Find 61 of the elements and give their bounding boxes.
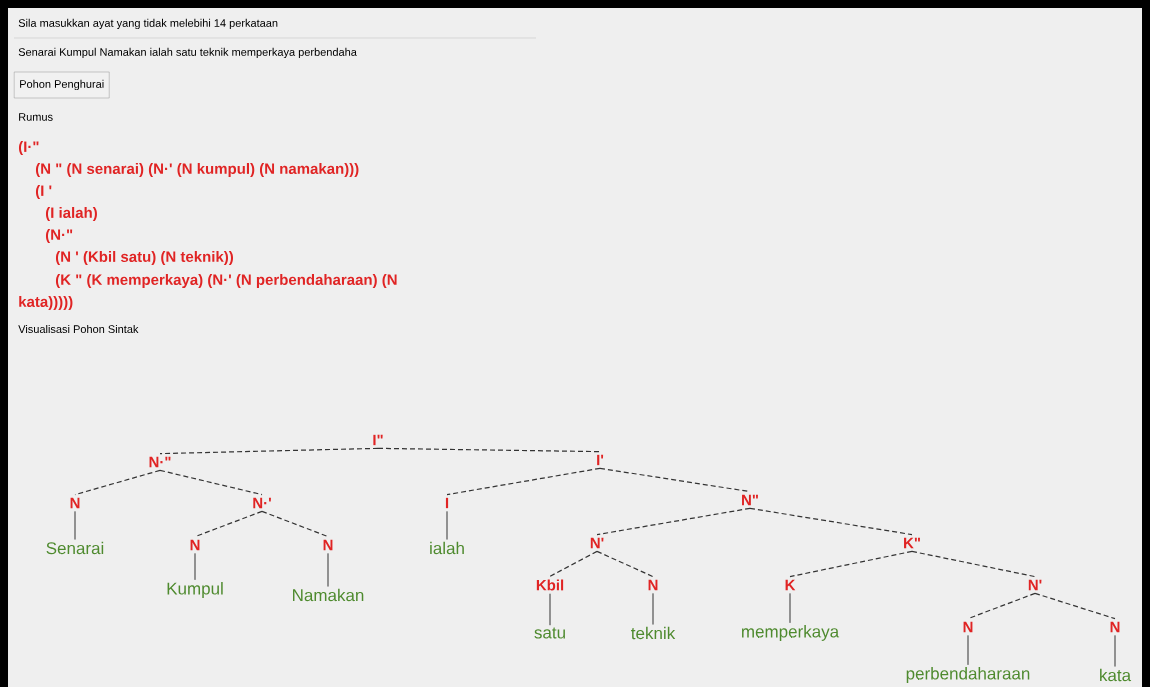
category-label: N (323, 539, 333, 551)
category-label: N (190, 539, 200, 551)
category-label: N (648, 579, 658, 591)
tree-branch (749, 507, 913, 536)
tree-branch (261, 510, 329, 538)
tree-branch (377, 447, 601, 453)
word-label: kata (1100, 668, 1132, 682)
formula-line: (I ialah) (45, 207, 97, 221)
tree-branch (74, 469, 161, 496)
parse-button: Pohon Penghurai (14, 71, 110, 99)
category-label: N·" (149, 456, 171, 468)
tree-branch (446, 510, 448, 541)
instruction-text: Sila masukkan ayat yang tidak melebihi 14 perkataan (18, 18, 278, 30)
tree-branch (789, 550, 913, 578)
tree-branch (596, 507, 751, 536)
tree-branch (1034, 592, 1116, 620)
category-label: Kbil (536, 579, 564, 591)
instruction-text: Visualisasi Pohon Sintak (18, 324, 139, 334)
category-label: N·' (253, 497, 271, 509)
formula-line: (I·" (18, 141, 39, 155)
word-label: memperkaya (742, 625, 840, 641)
category-label: N' (1028, 579, 1042, 591)
category-label: N (1110, 621, 1120, 633)
tree-branch (911, 550, 1036, 578)
tree-branch (159, 447, 379, 455)
tree-branch (74, 510, 76, 541)
category-label: N (70, 497, 80, 509)
input-field: Senarai Kumpul Namakan ialah satu teknik memperkaya perbendaha (13, 37, 537, 59)
tree-branch (967, 634, 969, 666)
category-label: K" (904, 537, 920, 549)
formula-line: kata))))) (19, 296, 73, 310)
tree-branch (549, 593, 551, 626)
formula-line: (K " (K memperkaya) (N·' (N perbendaharaan) (N (55, 274, 397, 288)
word-label: perbendaharaan (906, 667, 1030, 683)
category-label: N (963, 621, 973, 633)
tree-branch (446, 467, 601, 496)
word-label: Senarai (46, 541, 104, 555)
tree-branch (789, 592, 791, 624)
word-label: satu (534, 627, 565, 639)
word-label: teknik (631, 626, 676, 640)
tree-branch (596, 550, 654, 578)
tree-branch (652, 592, 654, 626)
tree-branch (159, 469, 263, 496)
word-label: Namakan (293, 588, 364, 602)
tree-branch (549, 550, 598, 577)
category-label: I' (597, 454, 604, 466)
category-label: N' (590, 537, 604, 549)
formula-line: (N ' (Kbil satu) (N teknik)) (55, 251, 233, 265)
category-label: N" (742, 494, 758, 506)
instruction-text: Rumus (19, 113, 53, 121)
category-label: I" (373, 434, 383, 446)
word-label: ialah (430, 541, 464, 555)
formula-line: (I ' (35, 185, 52, 199)
category-label: I (445, 497, 449, 509)
tree-branch (1114, 634, 1116, 668)
word-label: Kumpul (167, 582, 223, 598)
category-label: K (785, 579, 796, 591)
formula-line: (N " (N senarai) (N·' (N kumpul) (N namakan))) (35, 163, 359, 177)
formula-line: (N·" (45, 229, 73, 243)
tree-branch (327, 552, 329, 588)
tree-branch (194, 552, 196, 581)
